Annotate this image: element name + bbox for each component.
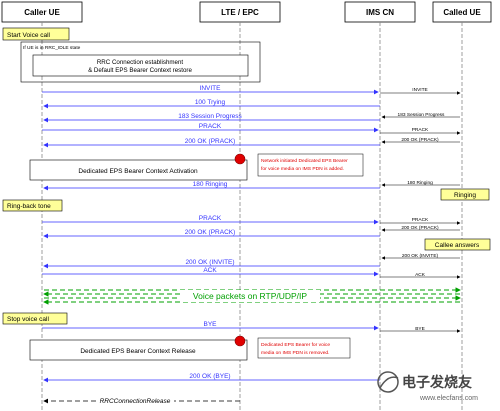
msg-ok-prack2-a-label: 200 OK (PRACK) [185, 229, 236, 236]
network-initiated-dot [234, 153, 246, 165]
rrc-setup-line1: RRC Connection establishment [97, 59, 184, 66]
watermark-logo: 电子发烧友 www.elecfans.com [377, 371, 478, 402]
entity-label-lte: LTE / EPC [221, 8, 259, 17]
removed-note-line1: Dedicated EPS Bearer for voice [261, 342, 330, 348]
msg-prack2-a-label: PRACK [199, 215, 222, 222]
note-callee-answers [424, 238, 491, 251]
msg-ok-prack1-b-label: 200 OK (PRACK) [401, 137, 439, 143]
msg-ack-a-label: ACK [203, 267, 217, 274]
msg-prack1-a-label: PRACK [199, 123, 222, 130]
note-ringing-text: Ringing [454, 192, 476, 199]
msg-invite-a-label: INVITE [200, 85, 222, 92]
msg-ok-prack1-a-label: 200 OK (PRACK) [185, 138, 236, 145]
msg-progress-a-label: 183 Session Progress [178, 113, 242, 120]
network-note-line2: for voice media on IMS PDN is added. [261, 166, 344, 172]
msg-bye-b-label: BYE [415, 326, 425, 332]
dedicated-release-text: Dedicated EPS Bearer Context Release [80, 348, 196, 355]
idle-frame [20, 41, 261, 83]
network-note-line1: Network initiated Dedicated EPS Bearer [261, 158, 348, 164]
idle-condition-text: If UE is in RRC_IDLE state [23, 45, 81, 51]
dedicated-activation-box [29, 159, 248, 181]
msg-progress-b-label: 183 Session Progress [398, 112, 446, 118]
entity-label-called: Called UE [443, 8, 481, 17]
msg-bye-a-label: BYE [203, 321, 217, 328]
voice-label-bg [180, 290, 320, 302]
rrc-setup-line2: & Default EPS Bearer Context restore [88, 67, 192, 74]
msg-ringing-b-label: 180 Ringing [407, 180, 433, 186]
note-start-call-text: Start Voice call [7, 32, 51, 39]
entity-label-caller: Caller UE [24, 8, 60, 17]
bearer-removed-dot [234, 335, 246, 347]
note-ringing [440, 188, 490, 201]
msg-ok-invite-a-label: 200 OK (INVITE) [185, 259, 234, 266]
network-note-box [257, 153, 364, 177]
note-stop-call-text: Stop voice call [7, 316, 49, 323]
dedicated-release-box [29, 339, 248, 361]
msg-prack1-b-label: PRACK [412, 127, 429, 133]
voice-packets-label: Voice packets on RTP/UDP/IP [193, 291, 308, 301]
msg-ringing-a-label: 180 Ringing [193, 181, 228, 188]
msg-invite-b-label: INVITE [412, 87, 427, 93]
msg-ok-invite-b-label: 200 OK (INVITE) [402, 253, 439, 259]
note-stop-call [2, 312, 68, 325]
removed-note-line2: media on IMS PDN is removed. [261, 350, 330, 356]
note-callee-answers-text: Callee answers [435, 242, 480, 249]
removed-note-box [257, 337, 351, 359]
rrc-release-label-bg [96, 395, 174, 405]
note-start-call [2, 27, 70, 41]
msg-ok-prack2-b-label: 200 OK (PRACK) [401, 225, 439, 231]
msg-ack-b-label: ACK [415, 272, 426, 278]
dedicated-activation-text: Dedicated EPS Bearer Context Activation [78, 168, 198, 175]
entity-label-ims: IMS CN [366, 8, 394, 17]
watermark-url: www.elecfans.com [419, 395, 478, 402]
msg-trying-label: 100 Trying [195, 99, 226, 106]
msg-ok-bye-label: 200 OK (BYE) [189, 373, 230, 380]
rrc-setup-box [32, 54, 249, 77]
watermark-text: 电子发烧友 [402, 374, 472, 390]
note-ringback-text: Ring-back tone [7, 203, 51, 210]
msg-rrc-release-label: RRCConnectionRelease [100, 398, 171, 405]
note-ringback [2, 199, 63, 212]
msg-prack2-b-label: PRACK [412, 217, 429, 223]
watermark-icon [377, 371, 399, 393]
